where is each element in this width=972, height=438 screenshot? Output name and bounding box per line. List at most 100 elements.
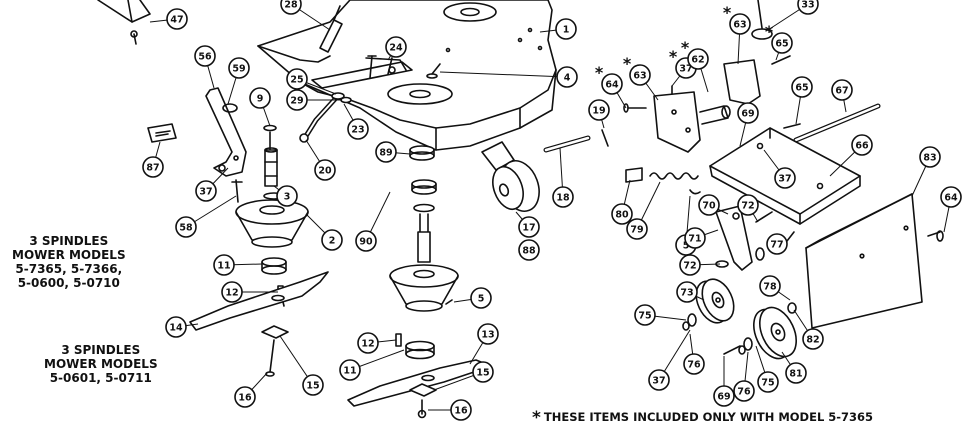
callout-circle (626, 218, 648, 240)
callout-number: 11 (217, 261, 230, 272)
spindle-assembly-left (235, 124, 309, 248)
callout-circle (166, 8, 188, 30)
callout-62: 62* (681, 38, 709, 70)
callout-63: 63* (623, 54, 651, 86)
callout-25: 25 (286, 68, 308, 90)
callout-90: 90 (355, 230, 377, 252)
label-line: MOWER MODELS (44, 357, 158, 371)
callout-64: 64 (940, 186, 962, 208)
callout-circle (375, 141, 397, 163)
callout-number: 76 (737, 387, 751, 398)
callout-circle (791, 76, 813, 98)
callout-number: 82 (806, 335, 819, 346)
callout-number: 13 (481, 330, 494, 341)
callout-number: 73 (680, 288, 693, 299)
callout-number: 64 (605, 80, 619, 91)
callout-15: 15 (472, 361, 494, 383)
callout-circle (477, 323, 499, 345)
callout-number: 17 (522, 223, 535, 234)
callout-circle (629, 64, 651, 86)
top-left-bracket (97, 0, 151, 45)
callout-circle (314, 159, 336, 181)
callout-81: 81 (785, 362, 807, 384)
callout-number: 16 (454, 406, 468, 417)
callout-circle (286, 89, 308, 111)
callout-number: 37 (778, 174, 791, 185)
label-line: 5-0601, 5-0711 (49, 371, 152, 385)
callout-circle (518, 239, 540, 261)
callout-number: 25 (290, 75, 303, 86)
callout-number: 69 (741, 109, 754, 120)
callout-circle (355, 230, 377, 252)
callout-circle (611, 203, 633, 225)
callout-number: 15 (306, 381, 319, 392)
callout-2: 2 (321, 229, 343, 251)
callout-number: 65 (775, 39, 788, 50)
callout-circle (234, 386, 256, 408)
callout-circle (286, 68, 308, 90)
callout-number: 37 (199, 187, 212, 198)
callout-number: 12 (225, 288, 238, 299)
callout-circle (676, 281, 698, 303)
callout-number: 83 (923, 153, 936, 164)
callout-number: 16 (238, 393, 252, 404)
callout-73: 73 (676, 281, 698, 303)
callout-circle (802, 328, 824, 350)
callout-circle (552, 186, 574, 208)
label-line: 5-7365, 5-7366, (15, 262, 123, 276)
callout-circle (648, 369, 670, 391)
callout-number: 20 (318, 166, 332, 177)
callout-14: 14 (165, 316, 187, 338)
callout-circle (679, 254, 701, 276)
asterisk-icon: * (681, 38, 690, 57)
callout-number: 12 (361, 339, 374, 350)
callout-69: 69 (737, 102, 759, 124)
callout-circle (759, 275, 781, 297)
callout-circle (729, 13, 751, 35)
callout-circle (683, 353, 705, 375)
callout-circle (634, 304, 656, 326)
callout-circle (555, 18, 577, 40)
belt-cover (805, 193, 944, 329)
callout-circle (221, 281, 243, 303)
callout-15: 15 (302, 374, 324, 396)
callout-circle (385, 36, 407, 58)
callout-number: 37 (679, 64, 692, 75)
callout-70: 70 (698, 194, 720, 216)
callout-71: 71 (684, 227, 706, 249)
callout-number: 72 (741, 201, 754, 212)
callout-72: 72 (737, 194, 759, 216)
callout-circle (940, 186, 962, 208)
callout-circle (357, 332, 379, 354)
callout-number: 75 (638, 311, 651, 322)
deck-bolts (319, 5, 441, 79)
callout-number: 62 (691, 55, 704, 66)
callout-circle (213, 254, 235, 276)
caster-wheel (481, 141, 540, 212)
callout-circle (165, 316, 187, 338)
callout-number: 69 (717, 392, 730, 403)
callout-23: 23 (347, 118, 369, 140)
callout-circle (470, 287, 492, 309)
callout-circle (588, 99, 610, 121)
callout-number: 81 (789, 369, 802, 380)
callout-66: 66 (851, 134, 873, 156)
callout-89: 89 (375, 141, 397, 163)
callout-number: 5 (683, 241, 690, 252)
spindle-assembly-center (389, 145, 459, 312)
callout-number: 11 (343, 366, 356, 377)
callout-circle (919, 146, 941, 168)
callout-16: 16 (450, 399, 472, 421)
callout-number: 63 (733, 20, 746, 31)
callout-number: 89 (379, 148, 392, 159)
callout-59: 59 (228, 57, 250, 79)
callout-4: 4 (556, 66, 578, 88)
footnote: *THESE ITEMS INCLUDED ONLY WITH MODEL 5-… (532, 408, 873, 428)
callout-number: 59 (232, 64, 245, 75)
asterisk-icon: * (765, 22, 774, 41)
callout-number: 64 (944, 193, 958, 204)
callout-87: 87 (142, 156, 164, 178)
callout-circle (785, 362, 807, 384)
label-three-spindles-group-b: 3 SPINDLES MOWER MODELS 5-0601, 5-0711 (44, 343, 158, 385)
callout-number: 28 (284, 0, 298, 11)
